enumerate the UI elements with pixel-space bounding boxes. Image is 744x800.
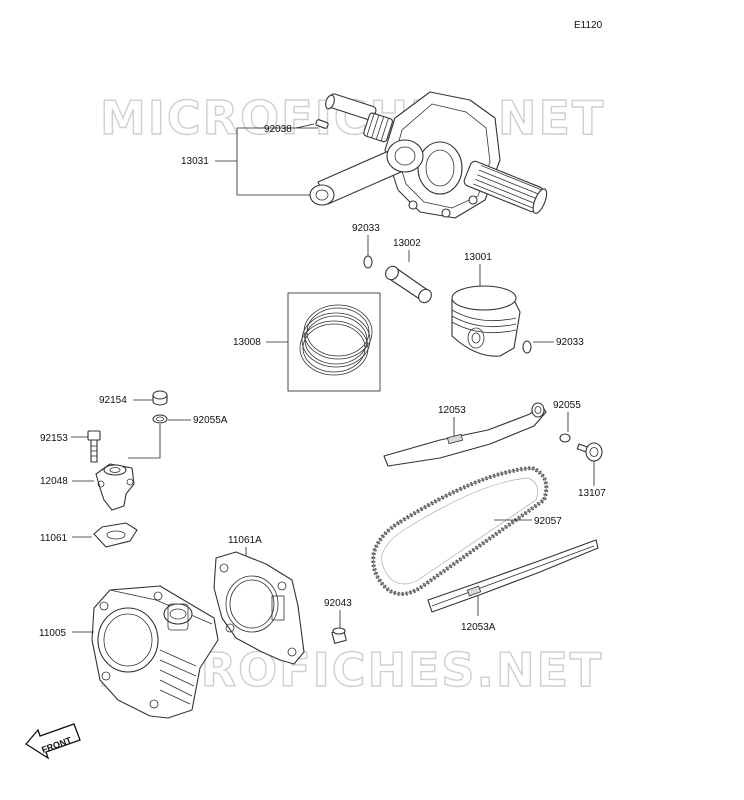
callout-11061[interactable]: 11061 bbox=[40, 533, 68, 544]
front-direction-arrow: FRONT bbox=[25, 723, 81, 760]
dowel-pin[interactable] bbox=[331, 627, 347, 644]
callout-11005[interactable]: 11005 bbox=[39, 628, 67, 639]
cam-chain-tensioner[interactable] bbox=[95, 463, 135, 511]
cylinder-block[interactable] bbox=[91, 585, 219, 719]
callout-92153[interactable]: 92153 bbox=[40, 433, 68, 444]
callout-12048[interactable]: 12048 bbox=[40, 476, 68, 487]
callout-13031[interactable]: 13031 bbox=[181, 156, 209, 167]
gasket-washer[interactable] bbox=[152, 414, 168, 424]
chain-guide[interactable] bbox=[383, 402, 547, 467]
guide-washer[interactable] bbox=[559, 433, 571, 443]
callout-92033-top[interactable]: 92033 bbox=[352, 223, 380, 234]
callout-92055a[interactable]: 92055A bbox=[193, 415, 228, 426]
callout-92033-right[interactable]: 92033 bbox=[556, 337, 584, 348]
piston-pin[interactable] bbox=[383, 264, 434, 305]
callout-13008[interactable]: 13008 bbox=[233, 337, 261, 348]
callout-92055[interactable]: 92055 bbox=[553, 400, 581, 411]
callout-92154[interactable]: 92154 bbox=[99, 395, 127, 406]
piston-pin-clip-left[interactable] bbox=[363, 255, 373, 269]
cylinder-base-gasket[interactable] bbox=[213, 551, 305, 665]
piston-ring-set[interactable] bbox=[299, 304, 373, 376]
tensioner-bolt[interactable] bbox=[87, 430, 101, 463]
watermark-top: MICROFICHES.NET bbox=[100, 91, 605, 145]
piston[interactable] bbox=[451, 285, 521, 357]
callout-12053a[interactable]: 12053A bbox=[461, 622, 496, 633]
callout-92038[interactable]: 92038 bbox=[264, 124, 292, 135]
callout-13001[interactable]: 13001 bbox=[464, 252, 492, 263]
callout-13002[interactable]: 13002 bbox=[393, 238, 421, 249]
crankshaft-assembly[interactable] bbox=[309, 91, 549, 219]
callout-92043[interactable]: 92043 bbox=[324, 598, 352, 609]
chain-guide-lower[interactable] bbox=[427, 539, 599, 613]
callout-11061a[interactable]: 11061A bbox=[228, 535, 262, 546]
diagram-code: E1120 bbox=[574, 20, 603, 31]
woodruff-key[interactable] bbox=[315, 119, 329, 129]
cam-chain[interactable] bbox=[371, 465, 549, 596]
tensioner-gasket[interactable] bbox=[93, 522, 138, 548]
callout-92057[interactable]: 92057 bbox=[534, 516, 562, 527]
callout-12053[interactable]: 12053 bbox=[438, 405, 466, 416]
piston-pin-clip-right[interactable] bbox=[522, 340, 532, 354]
guide-pivot-bolt[interactable] bbox=[576, 442, 603, 462]
callout-13107[interactable]: 13107 bbox=[578, 488, 606, 499]
cap-bolt[interactable] bbox=[152, 390, 168, 406]
